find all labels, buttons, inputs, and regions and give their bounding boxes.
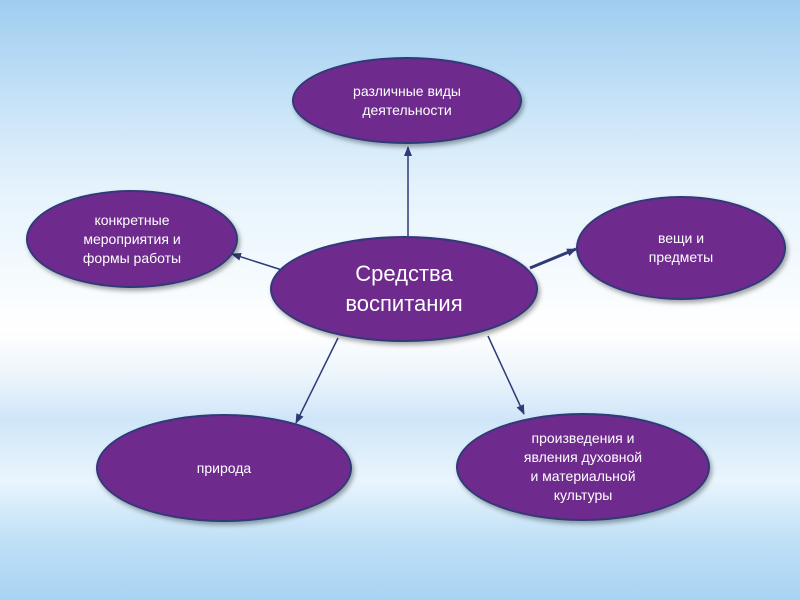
node-things-label: вещи и предметы — [648, 230, 714, 265]
node-events: конкретные мероприятия и формы работы — [26, 190, 238, 288]
node-center: Средства воспитания — [270, 236, 538, 342]
node-nature: природа — [96, 414, 352, 522]
arrow-to-culture — [487, 335, 525, 415]
arrow-to-nature — [295, 337, 339, 424]
arrow-to-events — [231, 252, 283, 271]
node-culture-label: произведения и явления духовной и матери… — [523, 430, 643, 503]
node-center-label: Средства воспитания — [345, 261, 463, 316]
node-activities-label: различные виды деятельности — [353, 82, 461, 118]
node-culture: произведения и явления духовной и матери… — [456, 413, 710, 521]
node-things: вещи и предметы — [576, 196, 786, 300]
node-activities: различные виды деятельности — [292, 57, 522, 144]
node-nature-label: природа — [196, 459, 252, 476]
node-events-label: конкретные мероприятия и формы работы — [82, 211, 182, 266]
arrow-to-things — [529, 247, 577, 270]
